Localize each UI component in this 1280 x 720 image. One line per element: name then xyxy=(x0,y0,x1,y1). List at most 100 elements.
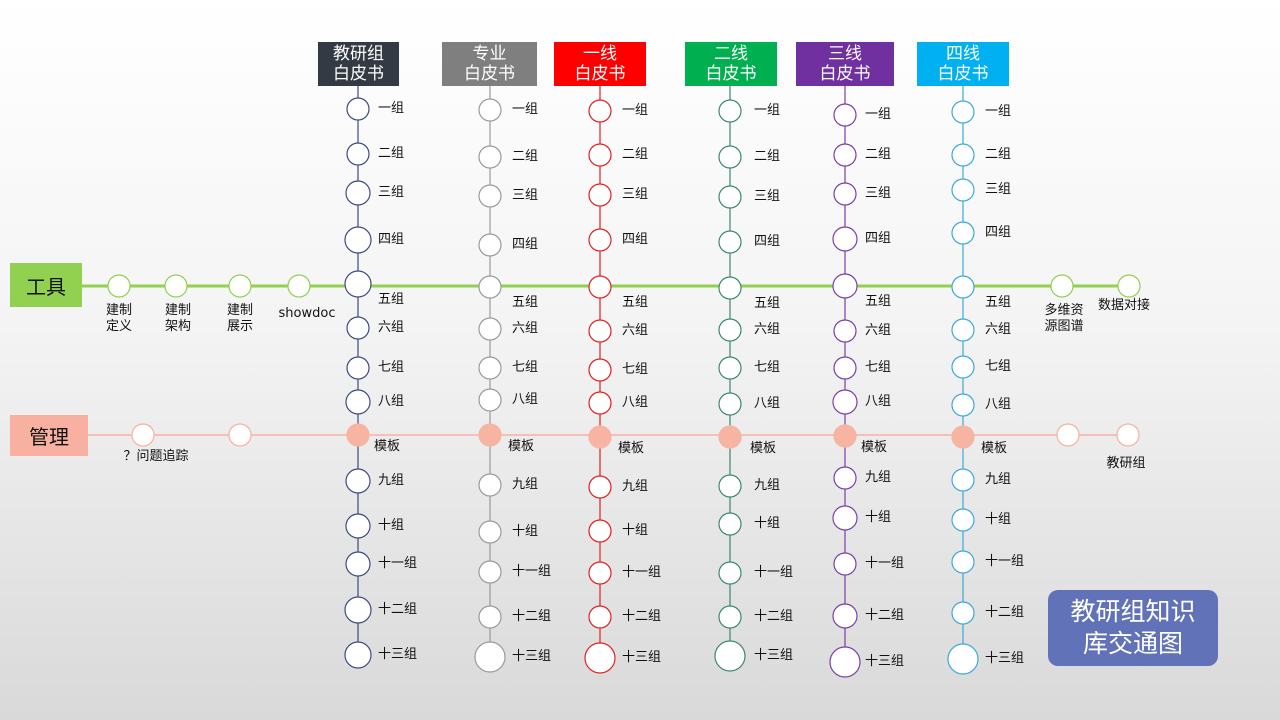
station-label[interactable]: 十一组 xyxy=(622,565,662,580)
station-label[interactable]: 十三组 xyxy=(378,647,418,662)
column-header-ex[interactable]: 二线白皮书 xyxy=(685,42,777,86)
station-label[interactable]: 五组 xyxy=(754,296,781,311)
station-label[interactable]: 十二组 xyxy=(622,609,662,624)
station-label[interactable]: 一组 xyxy=(985,104,1012,119)
station-label[interactable]: 十二组 xyxy=(985,605,1025,620)
station-label[interactable]: 九组 xyxy=(378,473,405,488)
station-label[interactable]: 五组 xyxy=(865,294,892,309)
station-label[interactable]: 七组 xyxy=(622,362,649,377)
station-label[interactable]: 九组 xyxy=(985,472,1012,487)
station-label[interactable]: 十组 xyxy=(754,516,781,531)
station-label[interactable]: 模板 xyxy=(861,440,888,455)
station-label[interactable]: 六组 xyxy=(622,323,649,338)
station-label[interactable]: 十一组 xyxy=(865,556,905,571)
line-station-label[interactable]: 数据对接 xyxy=(1098,298,1150,314)
station-label[interactable]: 二组 xyxy=(985,147,1012,162)
station-label[interactable]: 八组 xyxy=(754,396,781,411)
station-label[interactable]: 模板 xyxy=(750,441,777,456)
station-label[interactable]: 十一组 xyxy=(754,565,794,580)
station-label[interactable]: 五组 xyxy=(512,295,539,310)
station-label[interactable]: 模板 xyxy=(618,441,645,456)
line-station-label[interactable]: 建制定义 xyxy=(106,303,132,335)
column-header-jyz[interactable]: 教研组白皮书 xyxy=(318,42,399,86)
station-label[interactable]: 一组 xyxy=(622,103,649,118)
station-label[interactable]: 六组 xyxy=(378,320,405,335)
station-label[interactable]: 七组 xyxy=(512,360,539,375)
station-label[interactable]: 四组 xyxy=(754,234,781,249)
station-label[interactable]: 七组 xyxy=(754,360,781,375)
station-label[interactable]: 九组 xyxy=(512,477,539,492)
line-station-label[interactable]: 建制展示 xyxy=(227,303,253,335)
station-label[interactable]: 二组 xyxy=(865,147,892,162)
station-label[interactable]: 十三组 xyxy=(754,648,794,663)
line-station-label-line2: 源图谱 xyxy=(1044,319,1084,334)
station-label[interactable]: 十一组 xyxy=(512,564,552,579)
station-label[interactable]: 十一组 xyxy=(985,554,1025,569)
station-label[interactable]: 六组 xyxy=(985,322,1012,337)
station-label[interactable]: 一组 xyxy=(378,101,405,116)
station-label[interactable]: 二组 xyxy=(622,147,649,162)
station-label[interactable]: 六组 xyxy=(754,322,781,337)
station-label[interactable]: 十三组 xyxy=(622,650,662,665)
station-label[interactable]: 一组 xyxy=(754,103,781,118)
station-label[interactable]: 十三组 xyxy=(985,651,1025,666)
station-label[interactable]: 十二组 xyxy=(865,608,905,623)
line-station-label[interactable]: showdoc xyxy=(279,306,336,322)
station-label[interactable]: 模板 xyxy=(374,439,401,454)
station-label[interactable]: 三组 xyxy=(754,189,781,204)
station-label[interactable]: 五组 xyxy=(622,295,649,310)
station-node xyxy=(718,356,742,380)
station-label[interactable]: 十一组 xyxy=(378,556,418,571)
line-station-label[interactable]: ？问题追踪 xyxy=(123,449,188,465)
line-station-label[interactable]: 多维资源图谱 xyxy=(1044,303,1083,335)
station-label[interactable]: 四组 xyxy=(622,232,649,247)
station-label[interactable]: 二组 xyxy=(512,149,539,164)
station-label[interactable]: 十二组 xyxy=(512,609,552,624)
station-label[interactable]: 四组 xyxy=(512,237,539,252)
station-label[interactable]: 模板 xyxy=(508,439,535,454)
station-label[interactable]: 九组 xyxy=(622,479,649,494)
station-label[interactable]: 十二组 xyxy=(754,609,794,624)
column-header-sx4[interactable]: 四线白皮书 xyxy=(917,42,1009,86)
station-label[interactable]: 五组 xyxy=(985,295,1012,310)
station-label[interactable]: 六组 xyxy=(512,321,539,336)
station-label[interactable]: 二组 xyxy=(378,146,405,161)
station-label[interactable]: 十三组 xyxy=(512,649,552,664)
station-label[interactable]: 七组 xyxy=(865,360,892,375)
station-label[interactable]: 十三组 xyxy=(865,654,905,669)
station-label[interactable]: 五组 xyxy=(378,292,405,307)
station-label[interactable]: 九组 xyxy=(865,470,892,485)
station-label[interactable]: 十二组 xyxy=(378,602,418,617)
station-label[interactable]: 十组 xyxy=(985,512,1012,527)
column-header-yx[interactable]: 一线白皮书 xyxy=(554,42,646,86)
station-label[interactable]: 七组 xyxy=(378,360,405,375)
line-station-label[interactable]: 教研组 xyxy=(1106,456,1145,472)
station-label[interactable]: 三组 xyxy=(378,185,405,200)
station-label[interactable]: 四组 xyxy=(378,232,405,247)
station-label[interactable]: 三组 xyxy=(512,188,539,203)
station-label[interactable]: 三组 xyxy=(622,187,649,202)
station-label[interactable]: 二组 xyxy=(754,149,781,164)
station-label[interactable]: 七组 xyxy=(985,359,1012,374)
station-label[interactable]: 九组 xyxy=(754,478,781,493)
station-label[interactable]: 六组 xyxy=(865,323,892,338)
station-label[interactable]: 八组 xyxy=(512,392,539,407)
station-label[interactable]: 八组 xyxy=(985,397,1012,412)
station-label[interactable]: 十组 xyxy=(512,524,539,539)
line-station-label[interactable]: 建制架构 xyxy=(165,303,191,335)
column-header-zy[interactable]: 专业白皮书 xyxy=(442,42,537,86)
station-label[interactable]: 八组 xyxy=(622,395,649,410)
station-label[interactable]: 十组 xyxy=(865,510,892,525)
station-label[interactable]: 一组 xyxy=(865,107,892,122)
station-label[interactable]: 三组 xyxy=(865,186,892,201)
station-label[interactable]: 十组 xyxy=(622,523,649,538)
station-label[interactable]: 八组 xyxy=(378,394,405,409)
station-label[interactable]: 四组 xyxy=(865,231,892,246)
station-label[interactable]: 三组 xyxy=(985,182,1012,197)
station-label[interactable]: 模板 xyxy=(981,441,1008,456)
station-label[interactable]: 四组 xyxy=(985,225,1012,240)
station-label[interactable]: 八组 xyxy=(865,394,892,409)
station-label[interactable]: 一组 xyxy=(512,102,539,117)
column-header-sx[interactable]: 三线白皮书 xyxy=(796,42,894,86)
station-label[interactable]: 十组 xyxy=(378,518,405,533)
